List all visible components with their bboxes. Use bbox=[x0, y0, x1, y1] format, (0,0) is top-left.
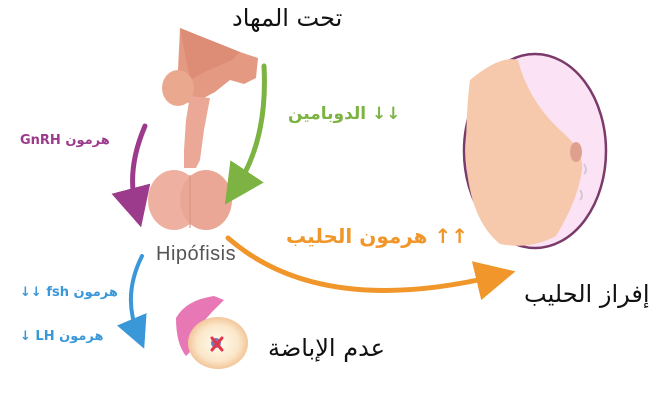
pituitary-gland-illustration bbox=[148, 28, 258, 230]
lactation-label: إفراز الحليب bbox=[524, 280, 650, 308]
fsh-label: هرمون fsh ↓↓ bbox=[20, 285, 118, 300]
breast-milk-illustration bbox=[462, 52, 608, 250]
prolactin-arrow bbox=[225, 235, 516, 301]
hypothalamus-label: تحت المهاد bbox=[232, 4, 343, 32]
dopamine-label: ↓↓ الدوبامين bbox=[288, 104, 401, 124]
pituitary-label: Hipófisis bbox=[156, 243, 237, 265]
lh-label: هرمون LH ↓ bbox=[20, 329, 104, 344]
dopamine-arrow bbox=[224, 63, 267, 205]
fsh-lh-arrow bbox=[117, 254, 147, 349]
anovulation-label: عدم الإباضة bbox=[268, 334, 385, 362]
gnrh-label: هرمون GnRH bbox=[20, 133, 110, 148]
cross-icon bbox=[210, 336, 224, 352]
ovary-crossed-illustration bbox=[176, 296, 248, 369]
gnrh-arrow bbox=[111, 123, 151, 228]
prolactin-label: ↑↑ هرمون الحليب bbox=[286, 224, 469, 248]
